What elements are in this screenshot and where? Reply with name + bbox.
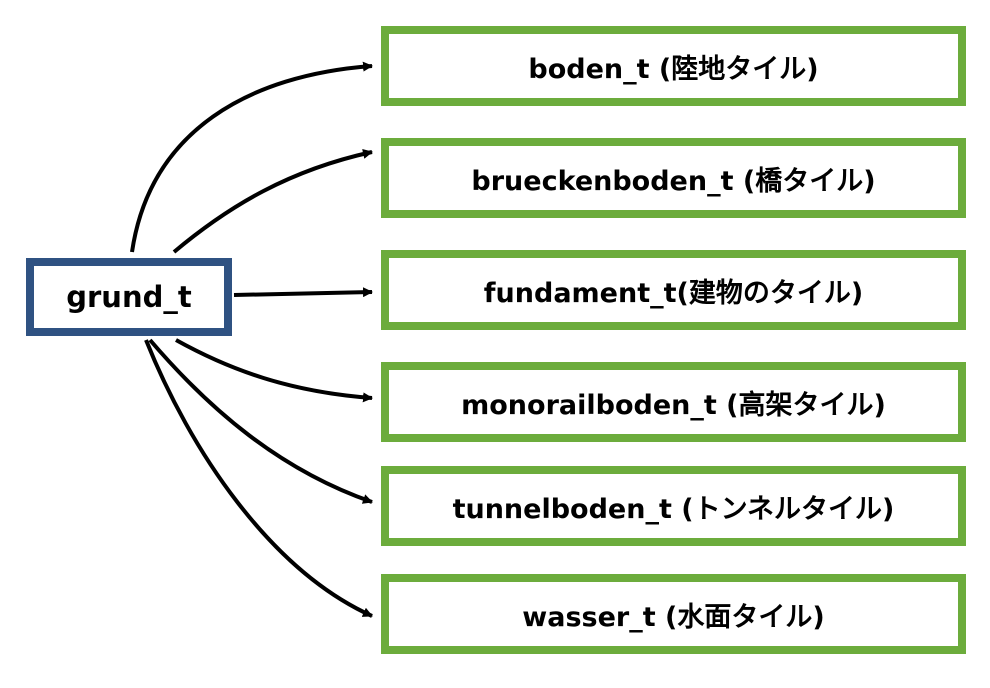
- root-node-label: grund_t: [66, 280, 192, 314]
- child-node-boden: boden_t (陸地タイル): [381, 26, 966, 106]
- child-node-monorailboden: monorailboden_t (高架タイル): [381, 362, 966, 442]
- edge-to-tunnelboden: [148, 338, 373, 504]
- root-node: grund_t: [26, 258, 232, 336]
- child-node-fundament: fundament_t(建物のタイル): [381, 250, 966, 330]
- child-node-label: tunnelboden_t (トンネルタイル): [452, 493, 895, 525]
- edge-to-fundament: [233, 287, 373, 298]
- child-node-label: boden_t (陸地タイル): [528, 53, 819, 85]
- child-node-label: wasser_t (水面タイル): [522, 601, 825, 633]
- child-node-label: fundament_t(建物のタイル): [483, 277, 864, 309]
- edge-to-wasser: [144, 339, 373, 618]
- edge-to-boden: [130, 61, 373, 253]
- child-node-label: brueckenboden_t (橋タイル): [471, 165, 876, 197]
- child-node-label: monorailboden_t (高架タイル): [461, 389, 886, 421]
- edge-to-brueckenboden: [172, 149, 373, 254]
- child-node-wasser: wasser_t (水面タイル): [381, 574, 966, 654]
- child-node-brueckenboden: brueckenboden_t (橋タイル): [381, 138, 966, 218]
- child-node-tunnelboden: tunnelboden_t (トンネルタイル): [381, 466, 966, 546]
- edge-to-monorailboden: [175, 338, 373, 403]
